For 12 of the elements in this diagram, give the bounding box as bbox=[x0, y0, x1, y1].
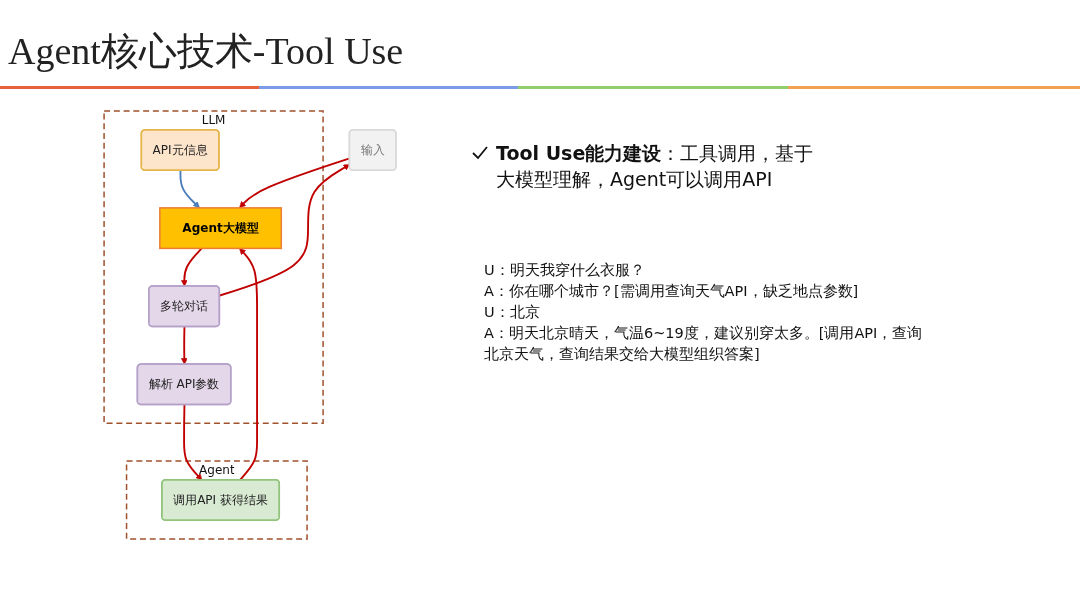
slide-title: Agent核心技术-Tool Use bbox=[8, 29, 404, 74]
node-box: Agent大模型 bbox=[159, 207, 283, 250]
arrow bbox=[181, 325, 188, 365]
arrow bbox=[179, 169, 200, 209]
dialogue-line: U：北京 bbox=[484, 303, 541, 322]
dialogue-line: A：明天北京晴天，气温6~19度，建议别穿太多。[调用API，查询北京天气，查询结果交给大模型组织答案] bbox=[484, 324, 924, 364]
dialogue-line: A：你在哪个城市？[需调用查询天气API，缺乏地点参数] bbox=[484, 282, 860, 301]
arrow bbox=[238, 248, 258, 481]
arrow bbox=[181, 247, 203, 287]
dialogue-line: U：明天我穿什么衣服？ bbox=[484, 261, 646, 280]
bullet-text: Tool Use能力建设：工具调用，基于大模型理解，Agent可以调用API bbox=[496, 141, 815, 192]
arrow bbox=[183, 404, 203, 481]
